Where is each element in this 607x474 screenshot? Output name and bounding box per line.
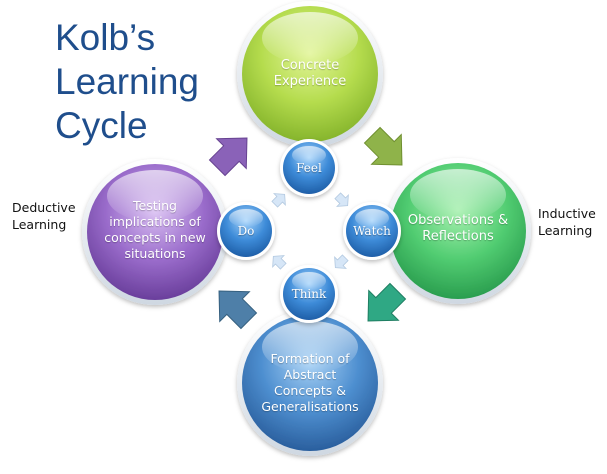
abstract-line-4: Generalisations [261,399,359,414]
observations-reflections-label: Observations & Reflections [398,213,518,245]
concrete-experience-label: Concrete Experience [250,58,370,90]
testing-implications-circle [82,159,228,305]
deductive-line-1: Deductive [12,200,76,215]
inductive-line-1: Inductive [538,206,596,221]
observations-reflections-circle [385,158,531,304]
testing-line-1: Testing [133,198,177,213]
think-label: Think [291,287,327,301]
testing-implications-label: Testing implications of concepts in new … [95,198,215,262]
feel-circle [280,139,338,197]
testing-line-2: implications of [109,214,201,229]
concrete-line-2: Experience [273,74,347,89]
deductive-learning-label: Deductive Learning [12,199,76,233]
do-circle [217,202,275,260]
concrete-experience-circle [237,1,383,147]
abstract-line-2: Abstract [283,367,337,382]
testing-line-3: concepts in new [104,230,206,245]
inductive-line-2: Learning [538,223,593,238]
inner-arrow-ne-icon [331,189,354,212]
abstract-concepts-circle [237,310,383,456]
inner-arrow-se-icon [329,251,352,274]
deductive-line-2: Learning [12,217,67,232]
arrow-teal-icon [352,275,414,337]
abstract-concepts-label: Formation of Abstract Concepts & General… [250,351,370,415]
concrete-line-1: Concrete [280,58,340,73]
arrow-blue-icon [203,275,265,337]
arrow-purple-icon [201,122,263,184]
title-line-2: Learning [55,61,200,102]
feel-label: Feel [296,161,322,175]
inner-arrow-sw-icon [267,250,290,273]
do-label: Do [237,224,255,238]
abstract-line-3: Concepts & [274,383,346,398]
inner-arrow-nw-icon [268,188,291,211]
think-circle [280,265,338,323]
observations-line-1: Observations & [407,213,509,228]
watch-label: Watch [353,224,391,238]
arrow-green-icon [356,119,418,181]
watch-circle [343,202,401,260]
testing-line-4: situations [124,246,186,261]
title-line-1: Kolb’s [55,17,156,58]
inductive-learning-label: Inductive Learning [538,205,596,239]
title-line-3: Cycle [55,105,148,146]
observations-line-2: Reflections [422,229,494,244]
abstract-line-1: Formation of [270,351,350,366]
